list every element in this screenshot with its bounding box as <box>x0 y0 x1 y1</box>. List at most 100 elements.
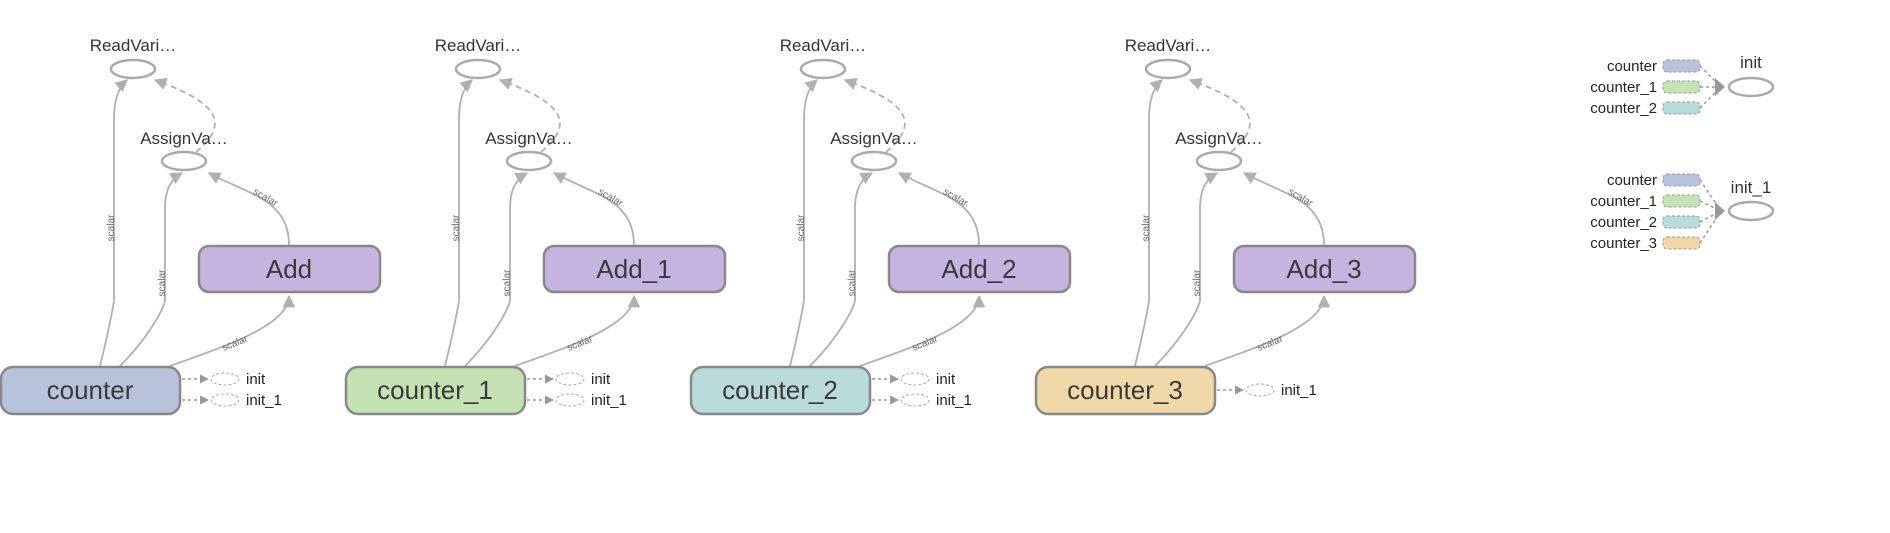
variable-node-label: counter_3 <box>1067 375 1183 405</box>
read-variable-node[interactable] <box>454 58 502 80</box>
edge-assign-to-read <box>498 77 561 153</box>
edge-label-scalar: scalar <box>221 333 250 353</box>
variable-node[interactable] <box>344 365 527 416</box>
read-variable-node[interactable] <box>109 58 157 80</box>
output-stub-node[interactable] <box>900 372 930 386</box>
aux-input-label: counter_1 <box>1590 79 1657 96</box>
assign-variable-node[interactable] <box>850 150 898 172</box>
assign-variable-node[interactable] <box>1195 150 1243 172</box>
edge-label-scalar: scalar <box>106 214 117 241</box>
variable-node[interactable] <box>689 365 872 416</box>
group-counter: scalar scalar scalar scalar ReadVari… AssignV… <box>0 36 382 416</box>
variable-node[interactable] <box>1034 365 1217 416</box>
edge-var-to-assign <box>1154 172 1219 367</box>
aux-input-chip[interactable] <box>1662 215 1701 229</box>
variable-node-label: counter_1 <box>377 375 493 405</box>
variable-node[interactable] <box>0 365 182 416</box>
edge-var-to-read <box>99 79 128 367</box>
add-node[interactable] <box>542 244 727 294</box>
assign-variable-node[interactable] <box>505 150 553 172</box>
aux-input-label: counter_2 <box>1590 214 1657 231</box>
edge-label-scalar: scalar <box>502 269 513 296</box>
edge-add-to-assign <box>207 172 290 246</box>
output-stub-node[interactable] <box>555 393 585 407</box>
edge-var-to-add <box>1204 294 1331 367</box>
edge-label-scalar: scalar <box>1286 186 1315 209</box>
edge-label-scalar: scalar <box>911 333 940 353</box>
aux-input-chip[interactable] <box>1662 194 1701 208</box>
aux-node[interactable] <box>1727 76 1775 98</box>
edge-var-to-assign <box>464 172 529 367</box>
add-node-label: Add_3 <box>1286 254 1361 284</box>
aux-input-chip[interactable] <box>1662 101 1701 115</box>
output-stub-label: init_1 <box>591 392 627 409</box>
aux-input-label: counter_3 <box>1590 235 1657 252</box>
output-stub-label: init_1 <box>246 392 282 409</box>
add-node-label: Add_2 <box>941 254 1016 284</box>
group-counter_1: scalarscalarscalarscalarReadVari…AssignV… <box>344 36 727 416</box>
aux-input-label: counter_1 <box>1590 193 1657 210</box>
variable-node-label: counter_2 <box>722 375 838 405</box>
add-node[interactable] <box>1232 244 1417 294</box>
edge-assign-to-read <box>153 77 216 153</box>
aux-node-init: counter counter_1 counter_2 init <box>1590 53 1775 117</box>
edge-add-to-assign <box>897 172 980 246</box>
output-stub-node[interactable] <box>1245 383 1275 397</box>
edge-var-to-assign <box>809 172 874 367</box>
edge-add-to-assign <box>552 172 635 246</box>
edge-assign-to-read <box>843 77 906 153</box>
edge-var-to-assign <box>119 172 184 367</box>
assign-variable-node[interactable] <box>160 150 208 172</box>
output-stub-node[interactable] <box>210 393 240 407</box>
read-variable-node[interactable] <box>1144 58 1192 80</box>
group-counter_2: scalar scalar scalar scalar ReadVari… AssignV… <box>689 36 1072 416</box>
edge-label-scalar: scalar <box>596 186 625 209</box>
aux-input-chip[interactable] <box>1662 80 1701 94</box>
output-stub-node[interactable] <box>900 393 930 407</box>
output-stub-label: init <box>936 371 956 388</box>
output-stub-node[interactable] <box>555 372 585 386</box>
edge-label-scalar: scalar <box>1141 214 1152 241</box>
aux-input-chip[interactable] <box>1662 236 1701 250</box>
add-node-label: Add <box>266 254 312 284</box>
add-node[interactable] <box>197 244 382 294</box>
aux-junction-arrow <box>1715 78 1725 96</box>
edge-label-scalar: scalar <box>1256 333 1285 353</box>
edge-label-scalar: scalar <box>566 333 595 353</box>
output-stub-label: init <box>591 371 611 388</box>
add-node-label: Add_1 <box>596 254 671 284</box>
edge-label-scalar: scalar <box>1192 269 1203 296</box>
edge-var-to-read <box>1134 79 1163 367</box>
output-stub-node[interactable] <box>210 372 240 386</box>
aux-input-chip[interactable] <box>1662 59 1701 73</box>
read-variable-label: ReadVari… <box>90 36 177 55</box>
aux-node[interactable] <box>1727 200 1775 222</box>
edge-assign-to-read <box>1188 77 1251 153</box>
output-stub-label: init_1 <box>936 392 972 409</box>
aux-node-label: init <box>1740 53 1762 72</box>
edge-label-scalar: scalar <box>941 186 970 209</box>
edge-var-to-add <box>859 294 986 367</box>
edge-add-to-assign <box>1242 172 1325 246</box>
assign-variable-label: AssignVa… <box>140 129 228 148</box>
read-variable-label: ReadVari… <box>780 36 867 55</box>
edge-var-to-add <box>514 294 641 367</box>
assign-variable-label: AssignVa… <box>1175 129 1263 148</box>
edge-label-scalar: scalar <box>451 214 462 241</box>
edge-label-scalar: scalar <box>847 269 858 296</box>
add-node[interactable] <box>887 244 1072 294</box>
aux-input-chip[interactable] <box>1662 173 1701 187</box>
aux-input-label: counter <box>1607 58 1657 75</box>
assign-variable-label: AssignVa… <box>830 129 918 148</box>
aux-input-label: counter_2 <box>1590 100 1657 117</box>
edge-var-to-read <box>789 79 818 367</box>
read-variable-node[interactable] <box>799 58 847 80</box>
aux-input-label: counter <box>1607 172 1657 189</box>
edge-label-scalar: scalar <box>251 186 280 209</box>
variable-node-label: counter <box>47 375 134 405</box>
output-stub-label: init <box>246 371 266 388</box>
edge-label-scalar: scalar <box>157 269 168 296</box>
edge-label-scalar: scalar <box>796 214 807 241</box>
